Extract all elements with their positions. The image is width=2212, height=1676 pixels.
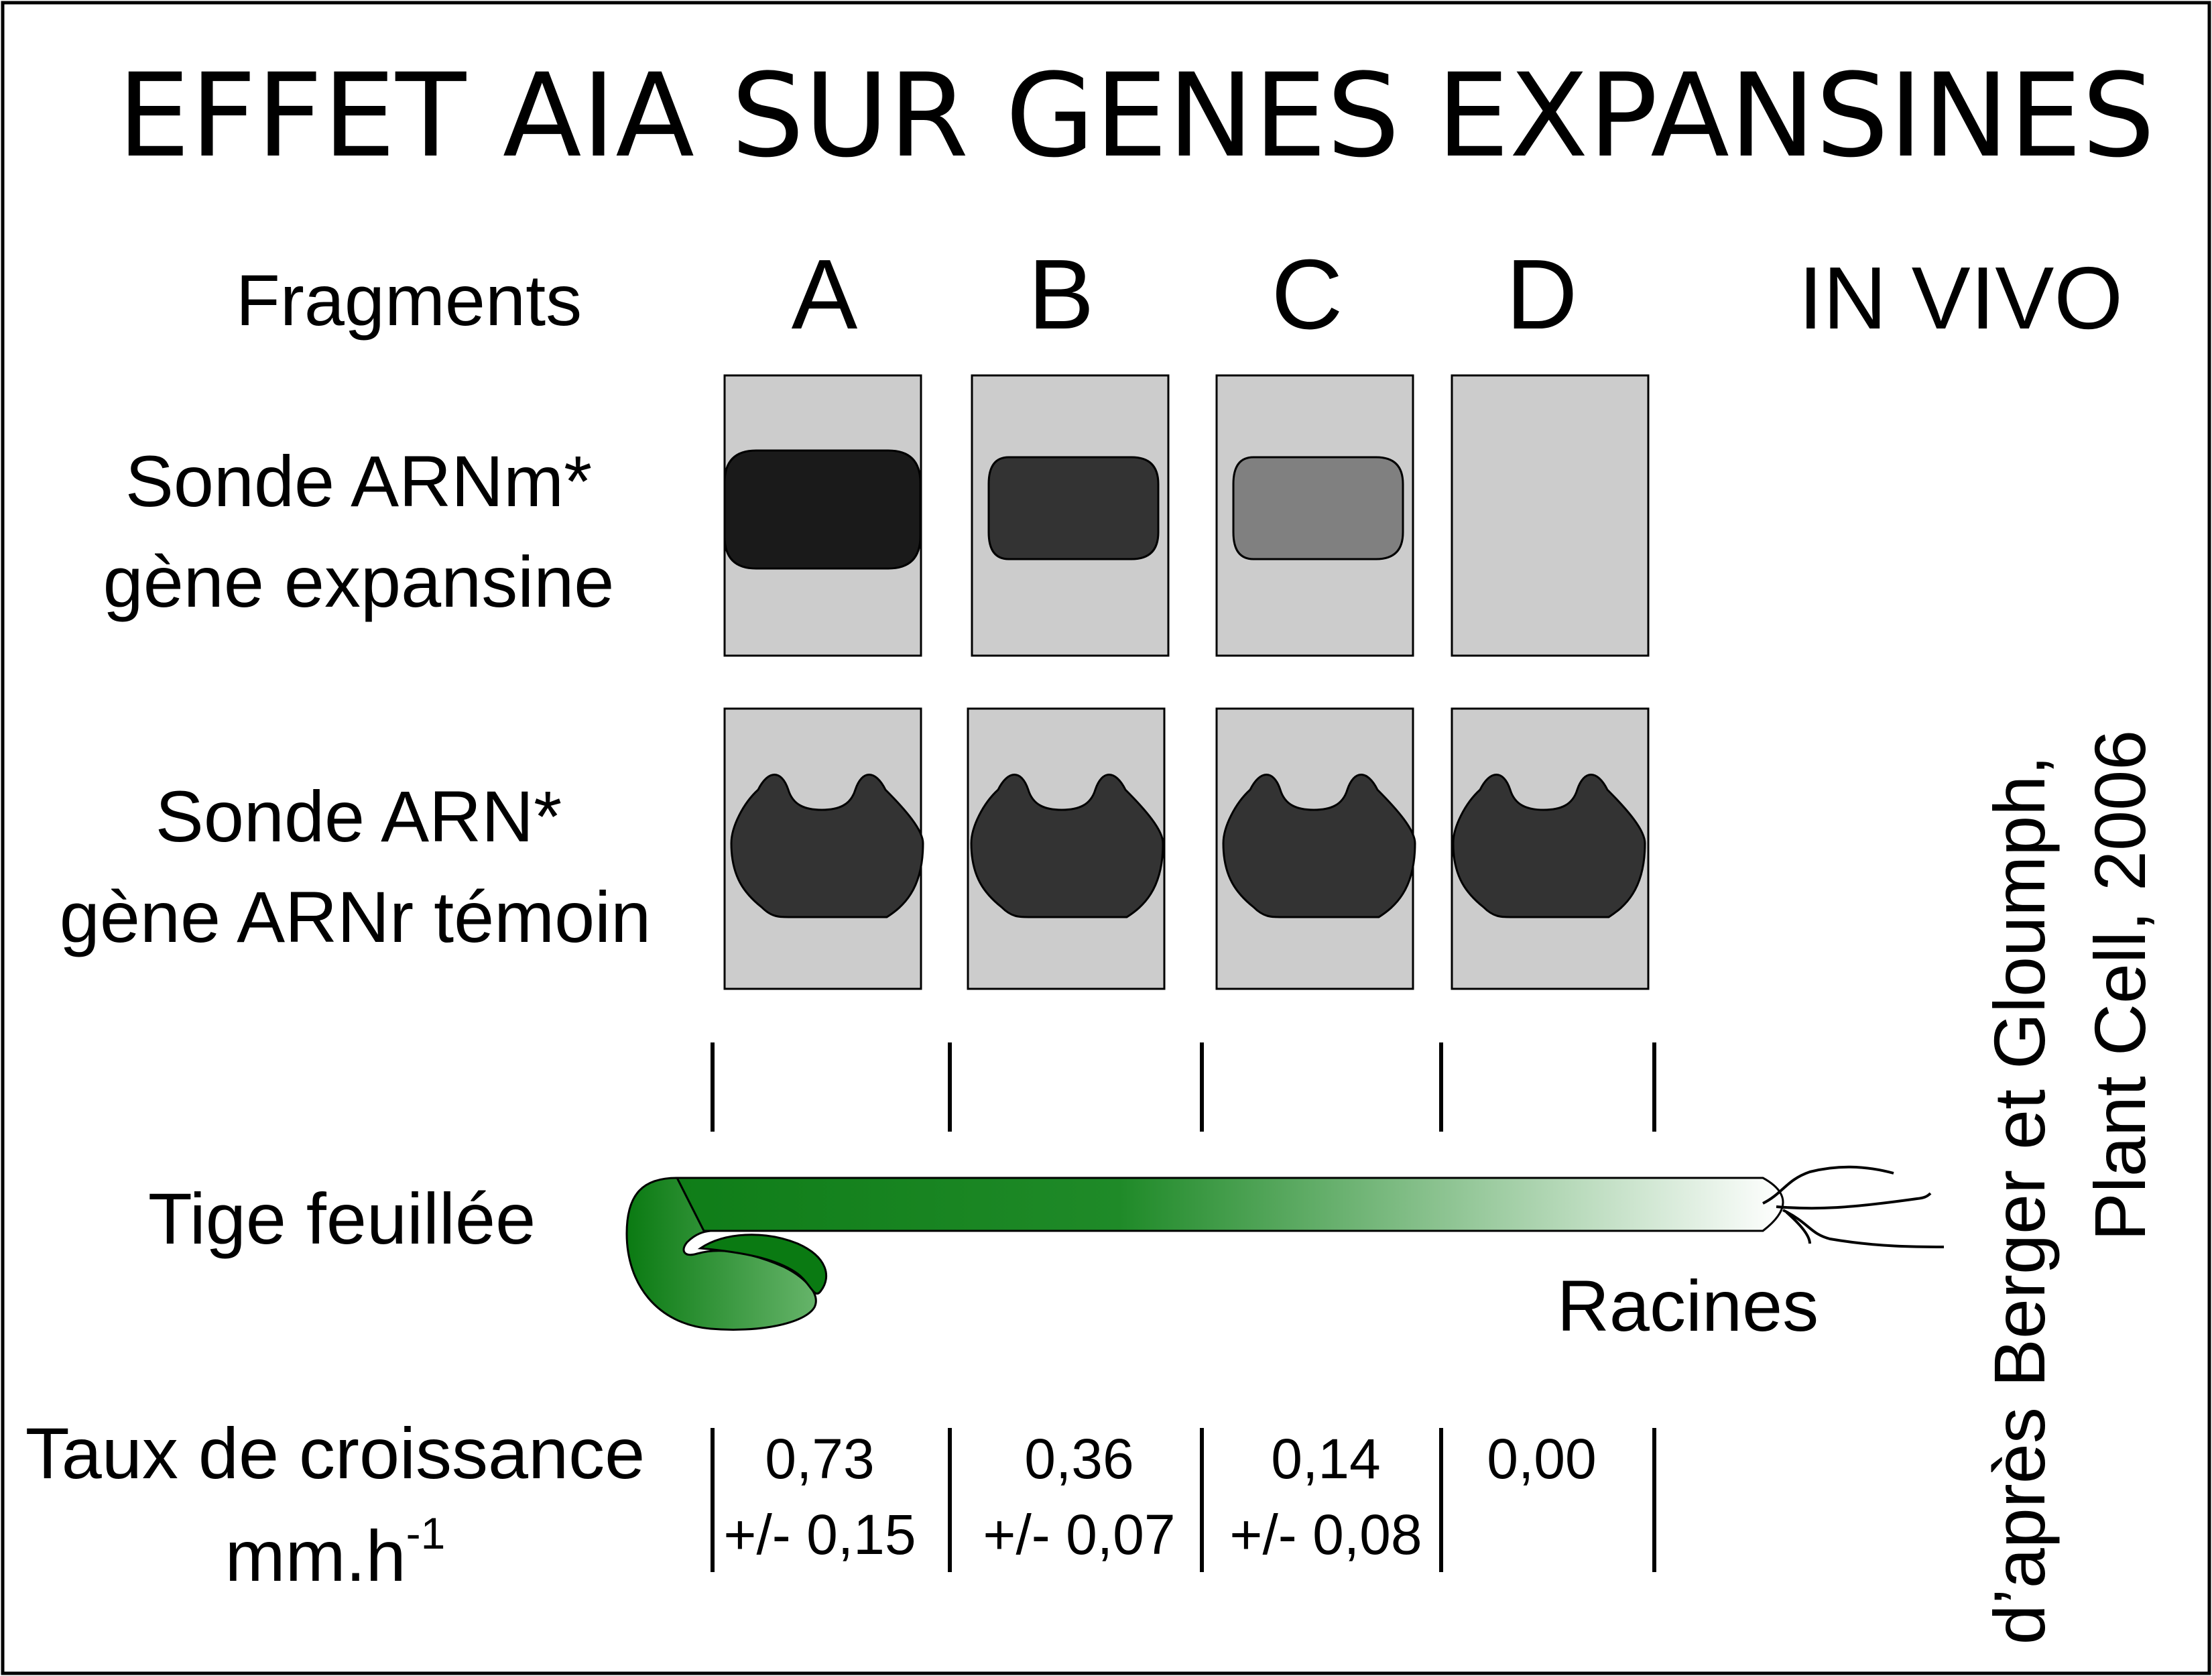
- mrna-panel-d: [1451, 374, 1650, 657]
- root-2: [1776, 1192, 1932, 1210]
- apical-hook: [625, 1177, 817, 1331]
- rrna-band-b: [970, 774, 1164, 918]
- fragment-boundary-ticks: [711, 1042, 1656, 1132]
- growth-unit: mm.h: [225, 1515, 406, 1596]
- growth-value-d: 0,00: [1487, 1427, 1597, 1490]
- root-4: [1785, 1211, 1811, 1244]
- rrna-band-c: [1222, 774, 1416, 918]
- rrna-bands: [730, 774, 1646, 918]
- rrna-band-d: [1452, 774, 1646, 918]
- fragments-label: Fragments: [236, 259, 582, 341]
- mrna-band-b: [987, 456, 1160, 560]
- roots-label: Racines: [1557, 1265, 1819, 1346]
- growth-value-b: 0,36: [1024, 1427, 1134, 1490]
- leaf: [697, 1234, 827, 1295]
- growth-label-line1: Taux de croissance: [25, 1413, 646, 1494]
- fragment-label-d: D: [1506, 239, 1578, 350]
- source-line1: d’après Berger et Gloumph,: [1979, 756, 2060, 1645]
- rrna-blot-row: [723, 707, 1650, 990]
- growth-table-dividers: [711, 1428, 1656, 1572]
- in-vivo-label: IN VIVO: [1798, 249, 2123, 347]
- source-citation: d’après Berger et Gloumph, Plant Cell, 2…: [1979, 730, 2160, 1645]
- fragment-label-b: B: [1028, 239, 1095, 350]
- growth-sd-b: +/- 0,07: [983, 1503, 1175, 1566]
- growth-label-line2: mm.h-1: [225, 1508, 446, 1596]
- rrna-band-a: [730, 774, 924, 918]
- growth-value-a: 0,73: [765, 1427, 875, 1490]
- mrna-probe-label-line1: Sonde ARNm*: [125, 440, 592, 522]
- growth-unit-exponent: -1: [406, 1508, 446, 1558]
- mrna-band-c: [1232, 456, 1404, 560]
- mrna-band-a: [723, 449, 922, 570]
- roots: [1762, 1165, 1945, 1248]
- rrna-probe-label-line2: gène ARNr témoin: [60, 876, 651, 957]
- growth-sd-c: +/- 0,08: [1229, 1503, 1422, 1566]
- mrna-blot-row: [723, 374, 1650, 657]
- growth-sd-a: +/- 0,15: [723, 1503, 916, 1566]
- mrna-probe-label-line2: gène expansine: [103, 541, 615, 622]
- root-1: [1762, 1165, 1894, 1205]
- seedling-illustration: [625, 1165, 1945, 1331]
- root-3: [1782, 1209, 1945, 1248]
- growth-value-c: 0,14: [1271, 1427, 1381, 1490]
- rrna-probe-label-line1: Sonde ARN*: [156, 776, 562, 857]
- page-title: EFFET AIA SUR GENES EXPANSINES: [117, 48, 2155, 183]
- source-line2: Plant Cell, 2006: [2079, 730, 2160, 1242]
- fragment-label-c: C: [1272, 239, 1343, 350]
- stem-label: Tige feuillée: [148, 1178, 536, 1259]
- fragment-label-a: A: [792, 239, 858, 350]
- stem-shaft: [675, 1177, 1784, 1232]
